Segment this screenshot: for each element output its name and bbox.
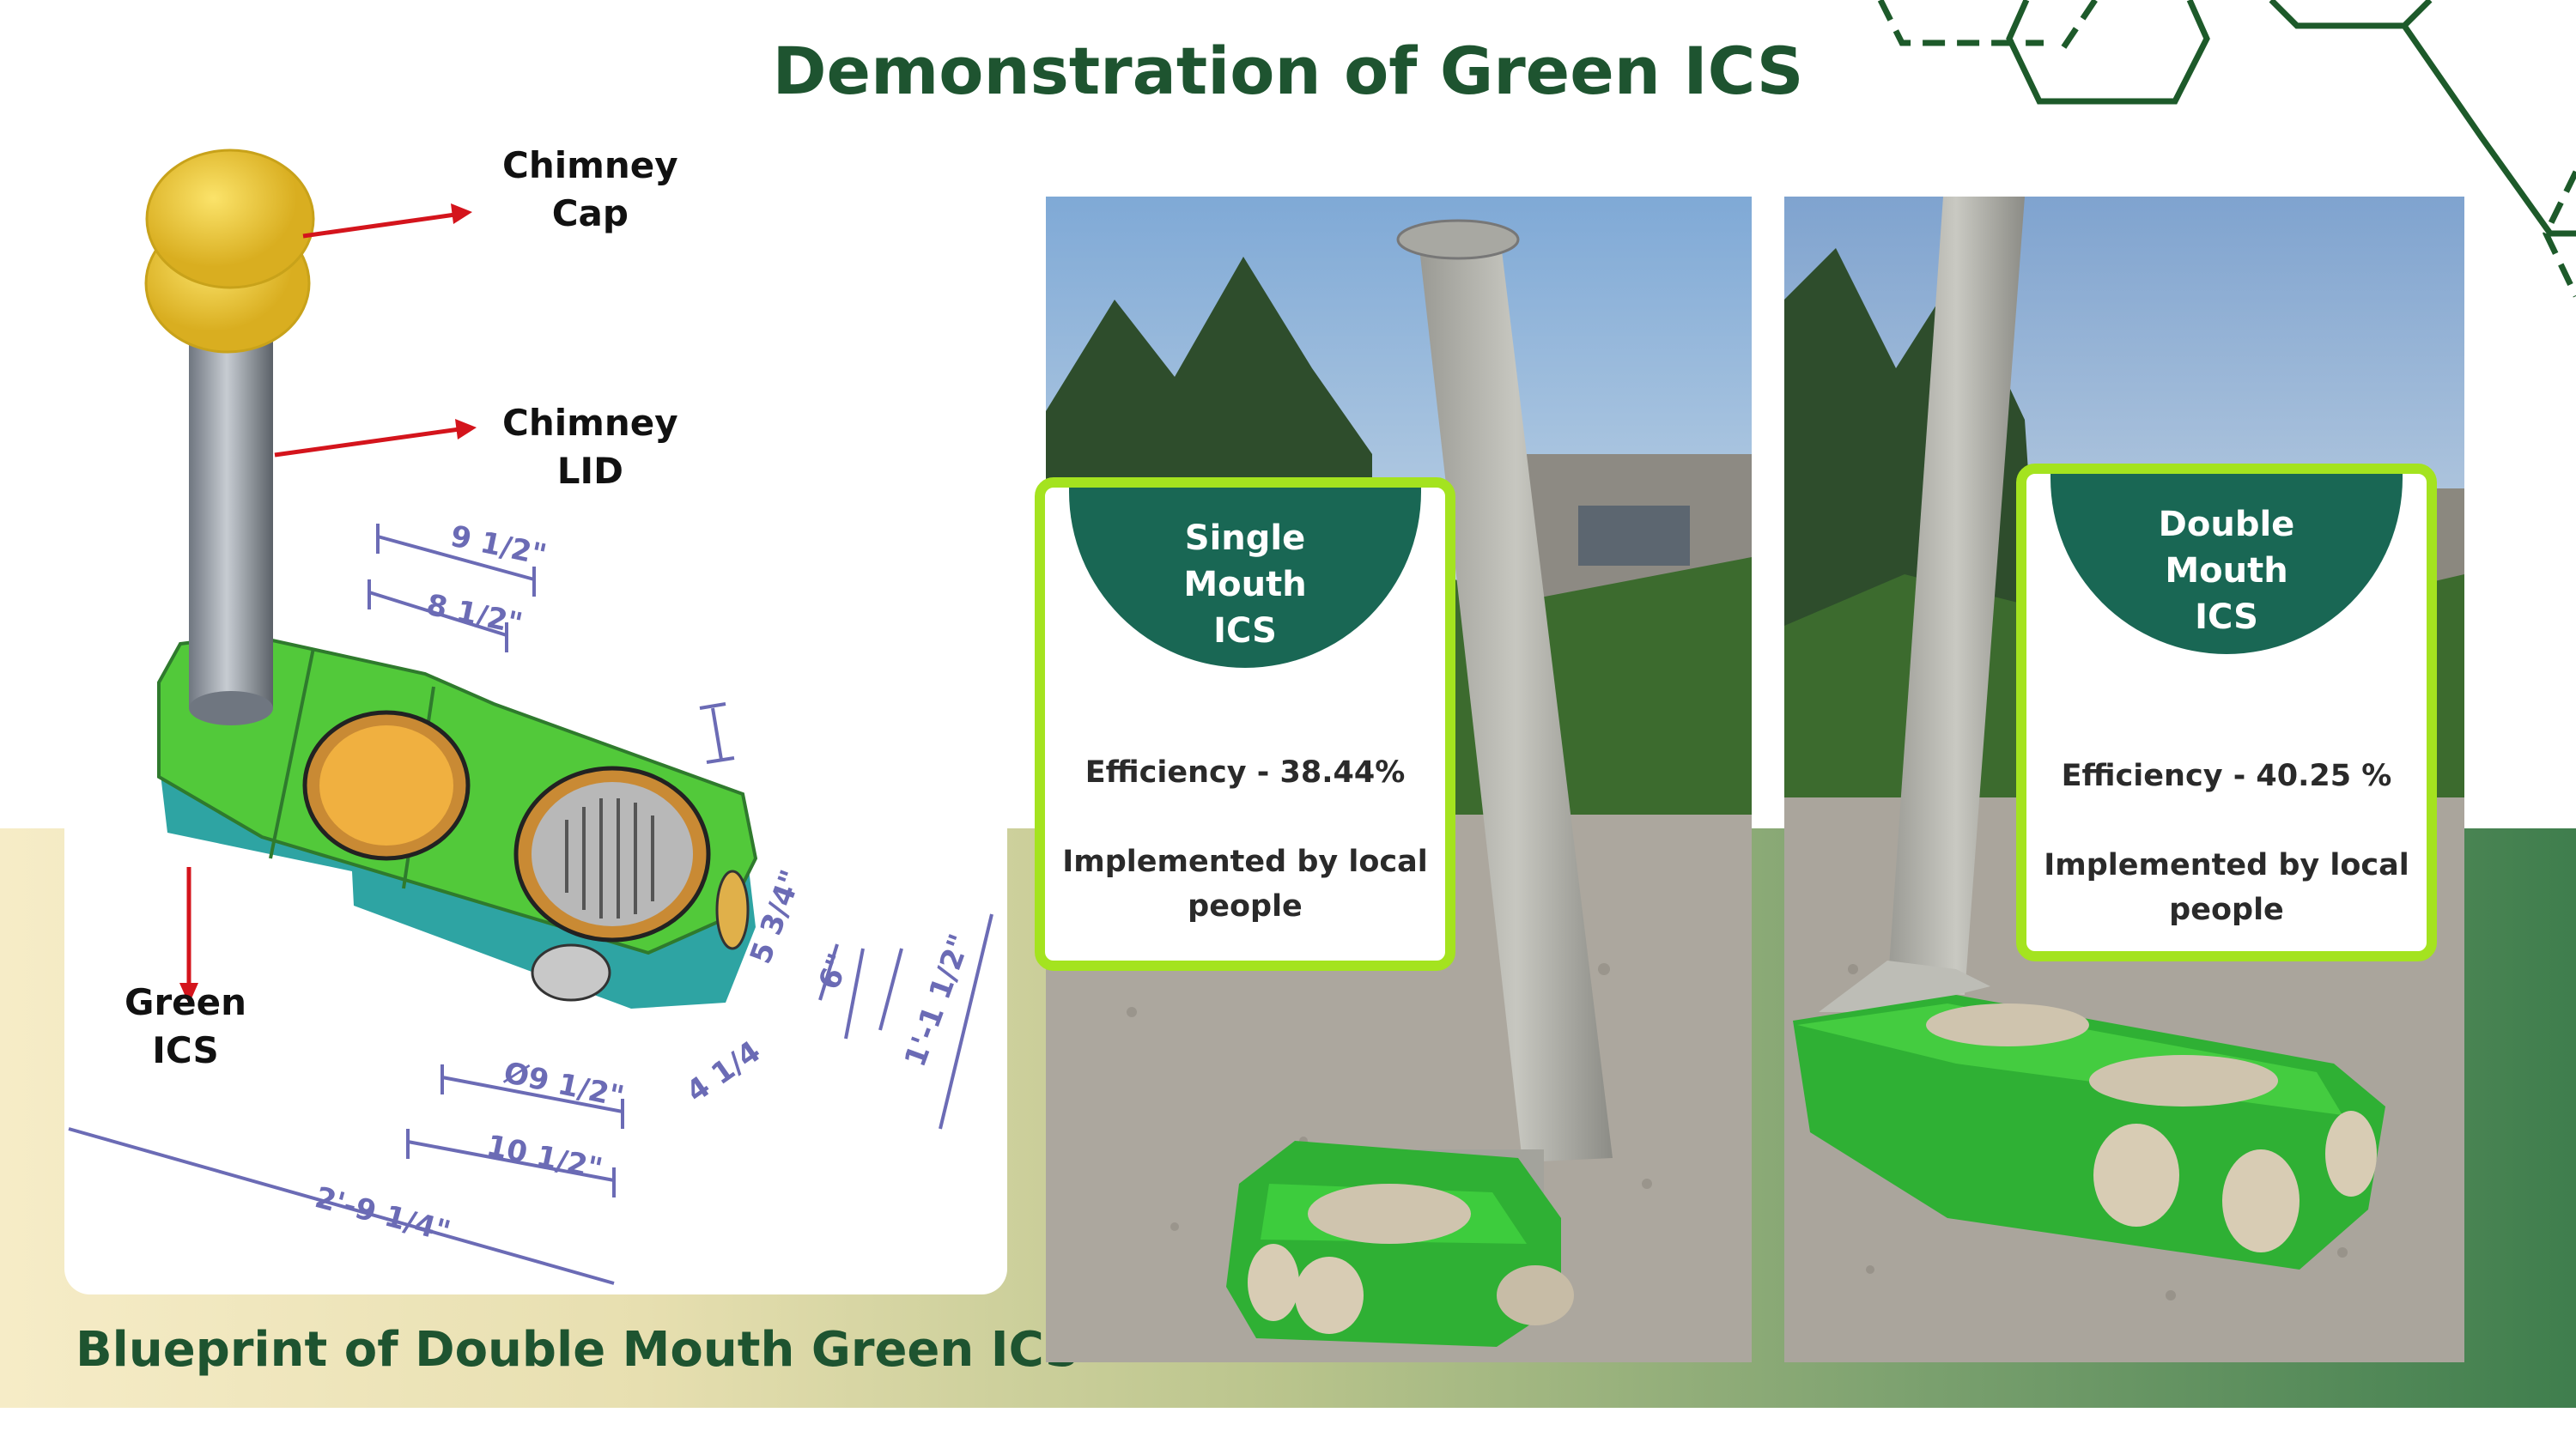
- dim-1-1-1-2: 1'-1 1/2": [898, 930, 978, 1071]
- dim-o9-1-2: Ø9 1/2": [501, 1056, 627, 1115]
- single-mouth-heading: Single Mouth ICS: [1069, 488, 1421, 668]
- dim-2-9-1-4: 2'-9 1/4": [312, 1180, 454, 1249]
- double-mouth-implemented: Implemented by local people: [2044, 848, 2409, 927]
- dim-9-1-2: 9 1/2": [447, 519, 550, 573]
- single-mouth-efficiency: Efficiency - 38.44%: [1084, 755, 1406, 790]
- double-mouth-efficiency: Efficiency - 40.25 %: [2061, 759, 2392, 793]
- single-mouth-info-card: Single Mouth ICS Efficiency - 38.44% Imp…: [1035, 477, 1455, 971]
- page-title: Demonstration of Green ICS: [772, 33, 1804, 109]
- green-ics-label: Green ICS: [125, 981, 247, 1071]
- blueprint-drawing: 9 1/2" 8 1/2" Ø9 1/2" 10 1/2" 2'-9 1/4" …: [68, 149, 993, 1285]
- chimney-lid-label: Chimney LID: [502, 402, 678, 492]
- chimney-cap-label: Chimney Cap: [502, 144, 678, 234]
- dim-10-1-2: 10 1/2": [483, 1129, 605, 1187]
- double-mouth-info-card: Double Mouth ICS Efficiency - 40.25 % Im…: [2016, 464, 2437, 961]
- single-mouth-implemented: Implemented by local people: [1062, 845, 1428, 924]
- dim-8-1-2: 8 1/2": [423, 588, 526, 642]
- double-mouth-heading: Double Mouth ICS: [2050, 474, 2403, 654]
- dim-6: 6": [812, 949, 857, 995]
- blueprint-card: 9 1/2" 8 1/2" Ø9 1/2" 10 1/2" 2'-9 1/4" …: [64, 142, 1007, 1294]
- blueprint-caption: Blueprint of Double Mouth Green ICS: [76, 1322, 1080, 1378]
- double-mouth-photo: [1784, 197, 2464, 1362]
- hexagon-decoration-icon: [1877, 0, 2576, 298]
- dim-4-1-4: 4 1/4: [680, 1034, 767, 1109]
